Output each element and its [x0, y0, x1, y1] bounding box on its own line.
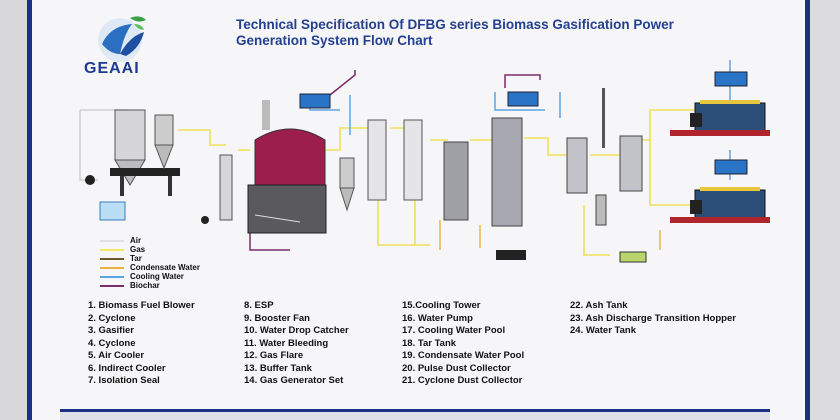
component-item: 4. Cyclone: [88, 337, 136, 349]
legend: Air Gas Tar Condensate Water Cooling Wat…: [100, 236, 200, 290]
component-item: 9. Booster Fan: [244, 312, 310, 324]
page-title: Technical Specification Of DFBG series B…: [236, 17, 796, 49]
gasifier: [201, 100, 327, 234]
component-item: 3. Gasifier: [88, 325, 134, 336]
component-item: 6. Indirect Cooler: [88, 362, 166, 374]
gas-generator-set: [670, 100, 770, 223]
component-item: 15.Cooling Tower: [402, 300, 481, 311]
component-item: 21. Cyclone Dust Collector: [402, 375, 523, 386]
components-list-4: 22. Ash Tank 23. Ash Discharge Transitio…: [570, 300, 736, 338]
component-item: 17. Cooling Water Pool: [402, 325, 506, 336]
component-item: 2. Cyclone: [88, 312, 136, 324]
cyclone-4: [339, 157, 355, 212]
component-item: 10. Water Drop Catcher: [244, 325, 349, 336]
component-item: 16. Water Pump: [402, 312, 473, 324]
gas-pipes: [178, 109, 700, 256]
legend-label: Tar: [130, 254, 142, 263]
indirect-cooler: [443, 117, 526, 260]
legend-item-air: Air: [100, 236, 200, 245]
legend-item-condensate-water: Condensate Water: [100, 263, 200, 272]
cyclone-2: [154, 114, 174, 170]
component-item: 19. Condensate Water Pool: [402, 350, 525, 361]
component-item: 7. Isolation Seal: [88, 375, 160, 386]
globe-leaf-logo-icon: [98, 16, 146, 62]
buffer-tank: [566, 88, 643, 226]
component-item: 24. Water Tank: [570, 325, 636, 336]
title-line-1: Technical Specification Of DFBG series B…: [236, 17, 674, 32]
legend-item-biochar: Biochar: [100, 281, 200, 290]
left-margin: [0, 0, 27, 420]
component-item: 1. Biomass Fuel Blower: [88, 300, 195, 311]
component-item: 13. Buffer Tank: [244, 362, 312, 374]
logo-name: GEAAI: [84, 60, 140, 77]
legend-label: Air: [130, 236, 142, 245]
title-line-2: Generation System Flow Chart: [236, 33, 433, 48]
components-list-1: 1. Biomass Fuel Blower 2. Cyclone 3. Gas…: [88, 300, 195, 388]
legend-label: Gas: [130, 245, 146, 254]
bottom-border: [60, 409, 770, 420]
legend-item-tar: Tar: [100, 254, 200, 263]
cooling-tower: [299, 71, 748, 175]
legend-item-gas: Gas: [100, 245, 200, 254]
legend-label: Biochar: [130, 281, 160, 290]
component-item: 8. ESP: [244, 300, 274, 311]
condensate-water-pool: [619, 251, 647, 263]
component-item: 11. Water Bleeding: [244, 337, 329, 349]
component-item: 18. Tar Tank: [402, 337, 457, 349]
condensate-pipes: [439, 220, 661, 250]
air-cooler: [367, 119, 423, 201]
component-item: 12. Gas Flare: [244, 350, 304, 361]
components-list-3: 15.Cooling Tower 16. Water Pump 17. Cool…: [402, 300, 524, 388]
water-tank: [99, 201, 126, 221]
biochar-pipes: [249, 70, 541, 251]
components-list-2: 8. ESP 9. Booster Fan 10. Water Drop Cat…: [244, 300, 349, 388]
component-item: 20. Pulse Dust Collector: [402, 362, 511, 374]
legend-item-cooling-water: Cooling Water: [100, 272, 200, 281]
component-item: 23. Ash Discharge Transition Hopper: [570, 312, 736, 324]
legend-label: Condensate Water: [130, 263, 200, 272]
component-item: 14. Gas Generator Set: [244, 375, 344, 386]
component-item: 5. Air Cooler: [88, 350, 145, 361]
right-margin: [810, 0, 840, 420]
legend-label: Cooling Water: [130, 272, 184, 281]
biomass-fuel-blower: [85, 109, 180, 196]
component-item: 22. Ash Tank: [570, 300, 628, 311]
document-frame: [27, 0, 810, 420]
